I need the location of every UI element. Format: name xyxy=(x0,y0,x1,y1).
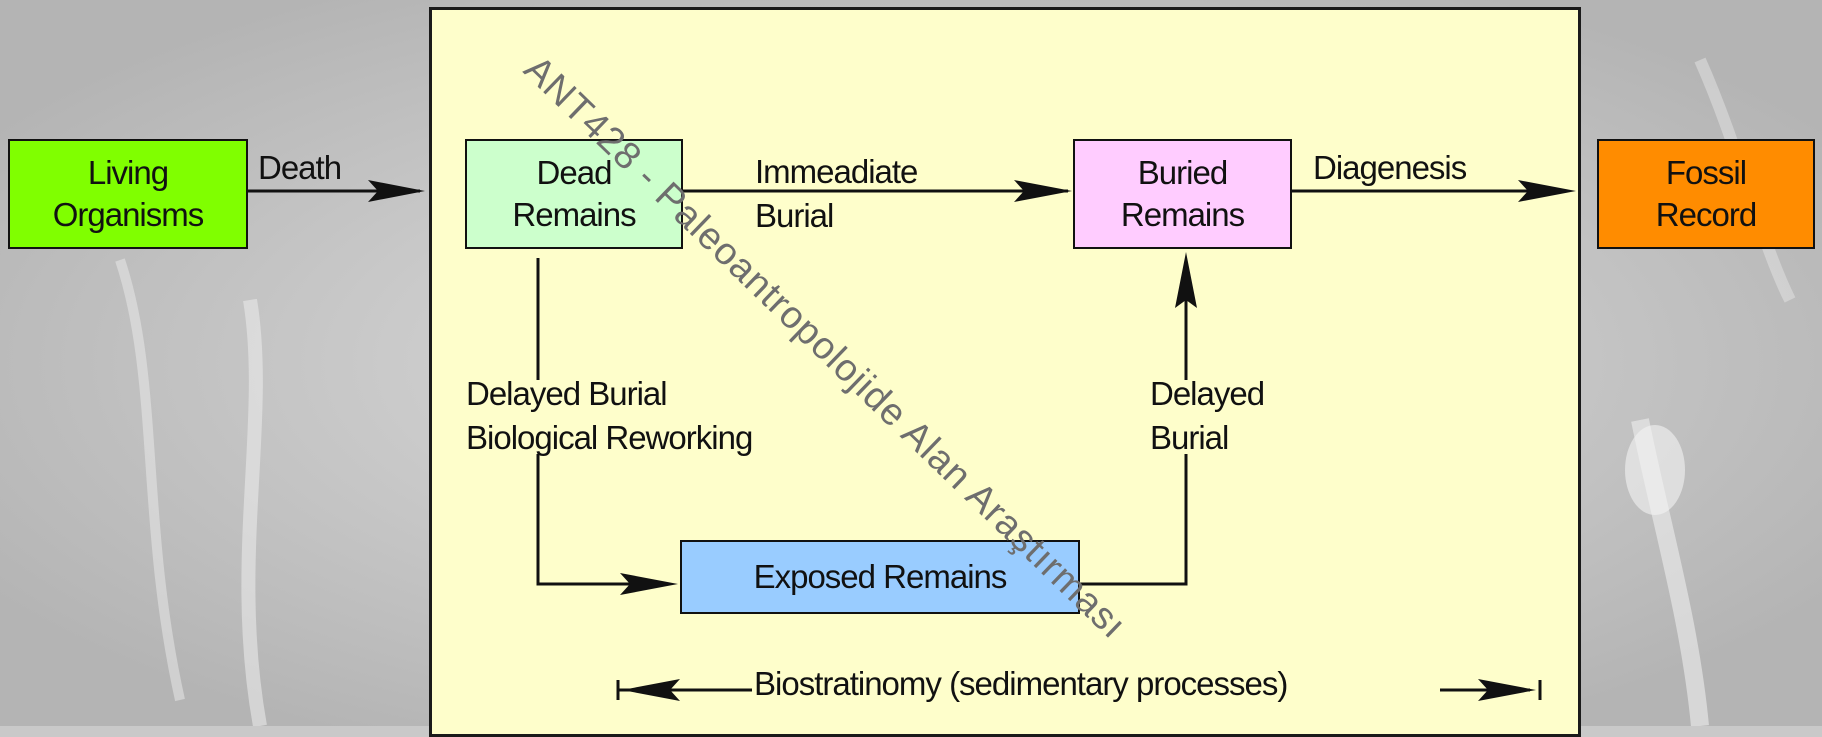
buried-line2: Remains xyxy=(1120,196,1245,233)
exposed-label: Exposed Remains xyxy=(753,557,1008,595)
delayed-line1: Delayed xyxy=(1150,375,1265,412)
dead-remains-box: Dead Remains xyxy=(465,139,683,249)
delayed-bio-line2: Biological Reworking xyxy=(466,418,753,456)
dead-line1: Dead xyxy=(536,153,613,191)
dead-line2: Remains xyxy=(512,196,636,233)
living-organisms-box: Living Organisms xyxy=(8,139,248,249)
delayed-line2: Burial xyxy=(1150,418,1229,456)
living-line1: Living xyxy=(87,153,169,191)
living-line2: Organisms xyxy=(52,196,205,233)
biostratinomy-label: Biostratinomy (sedimentary processes) xyxy=(752,662,1290,706)
fossil-line2: Record xyxy=(1655,196,1757,233)
buried-line1: Buried xyxy=(1137,153,1228,191)
taphonomy-panel xyxy=(429,7,1581,737)
exposed-remains-box: Exposed Remains xyxy=(680,540,1080,614)
fossil-line1: Fossil xyxy=(1665,153,1747,191)
delayed-burial-biological-label: Delayed Burial Biological Reworking xyxy=(466,372,753,459)
buried-remains-box: Buried Remains xyxy=(1073,139,1292,249)
delayed-bio-line1: Delayed Burial xyxy=(466,375,668,412)
death-label: Death xyxy=(258,149,342,186)
delayed-burial-label: Delayed Burial xyxy=(1150,372,1265,459)
immediate-line1: Immeadiate xyxy=(755,153,918,190)
diagenesis-label: Diagenesis xyxy=(1313,149,1467,186)
fossil-record-box: Fossil Record xyxy=(1597,139,1815,249)
immediate-line2: Burial xyxy=(755,196,834,234)
immediate-burial-label: Immeadiate Burial xyxy=(755,150,918,237)
